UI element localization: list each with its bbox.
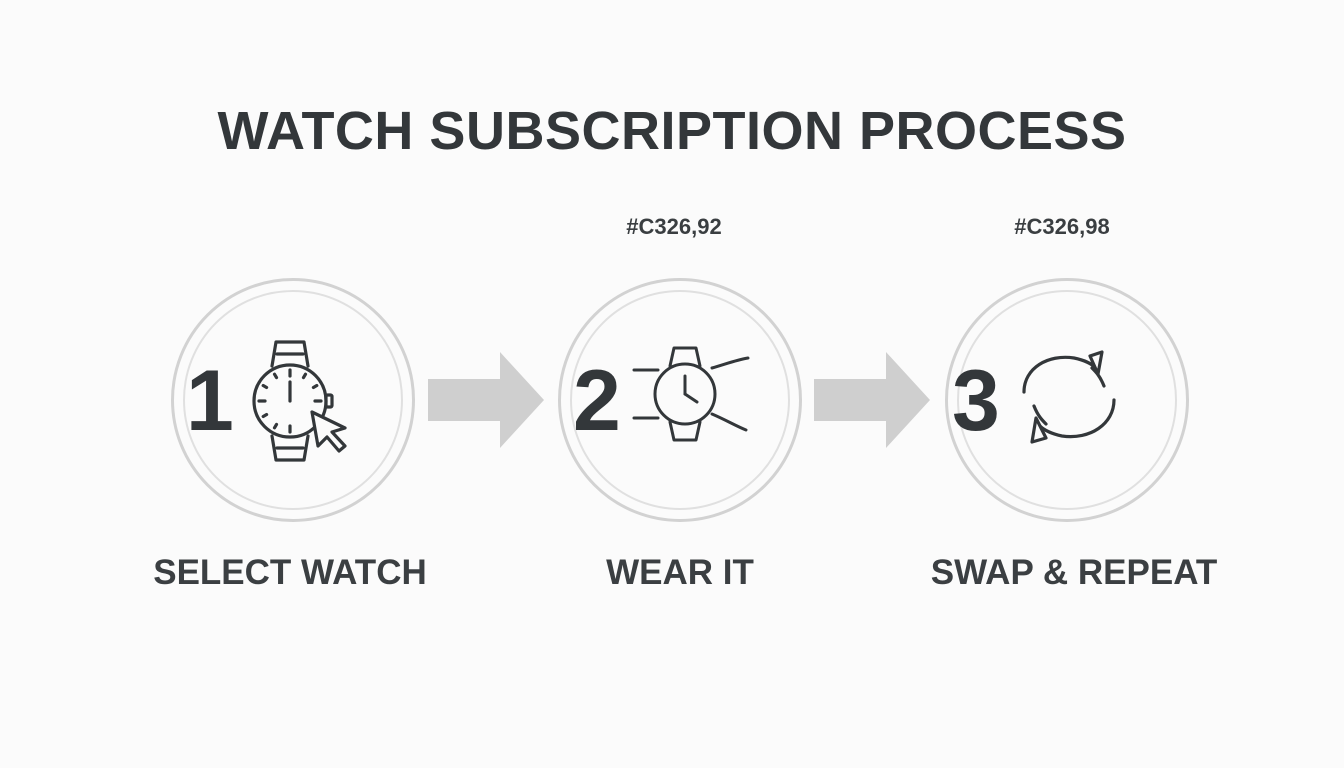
step-2-number: 2 — [573, 353, 621, 449]
arrow-2-to-3 — [814, 350, 932, 455]
arrow-1-to-2 — [428, 350, 546, 455]
step-1-circle — [171, 278, 415, 522]
step-3-code: #C326,98 — [1014, 214, 1110, 239]
step-1-label: SELECT WATCH — [153, 553, 427, 592]
step-3-circle — [945, 278, 1189, 522]
step-2-circle — [558, 278, 802, 522]
step-3-number: 3 — [952, 353, 1000, 449]
step-2-label: WEAR IT — [606, 553, 754, 592]
page-title: WATCH SUBSCRIPTION PROCESS — [217, 101, 1127, 161]
wrist-watch-icon — [630, 344, 754, 449]
step-3-label: SWAP & REPEAT — [930, 553, 1218, 592]
watch-select-icon — [248, 338, 358, 473]
step-1-number: 1 — [186, 353, 234, 449]
swap-cycle-icon — [1010, 346, 1126, 451]
step-2-code: #C326,92 — [626, 214, 722, 239]
